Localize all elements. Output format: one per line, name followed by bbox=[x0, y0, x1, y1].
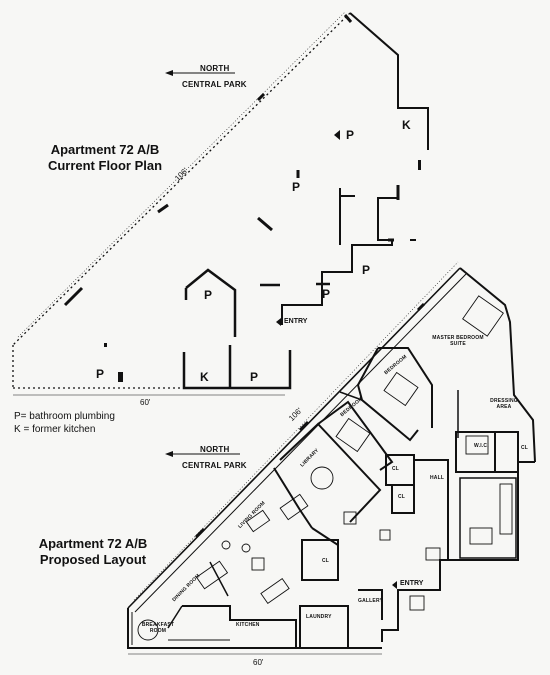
plumbing-mark: P bbox=[322, 287, 331, 301]
room-breakfast-room: BREAKFAST ROOM bbox=[141, 622, 175, 634]
current-diagonal-dimension bbox=[17, 11, 346, 338]
room-closet: CL bbox=[521, 445, 529, 451]
plumbing-mark: P bbox=[346, 128, 355, 142]
room-master-bedroom: MASTER BEDROOM SUITE bbox=[432, 335, 484, 347]
current-entry-label: ENTRY bbox=[284, 318, 308, 325]
room-hall: HALL bbox=[430, 475, 445, 481]
current-title-line1: Apartment 72 A/B bbox=[50, 142, 160, 157]
current-east-exterior-wall bbox=[349, 12, 429, 150]
plumbing-mark: P bbox=[292, 180, 301, 194]
room-closet: CL bbox=[392, 466, 400, 472]
room-closet: CL bbox=[322, 558, 330, 564]
room-gallery: GALLERY bbox=[358, 598, 384, 604]
proposed-north-label: NORTH bbox=[200, 445, 230, 454]
current-central-park-label: CENTRAL PARK bbox=[182, 80, 247, 89]
room-kitchen: KITCHEN bbox=[236, 622, 260, 628]
current-east-step-wall bbox=[281, 197, 398, 325]
proposed-title-line1: Apartment 72 A/B bbox=[38, 536, 148, 551]
room-closet: CL bbox=[398, 494, 406, 500]
legend: P= bathroom plumbing K = former kitchen bbox=[14, 410, 115, 436]
plumbing-mark: P bbox=[204, 288, 213, 302]
current-title-line2: Current Floor Plan bbox=[47, 158, 163, 173]
plumbing-mark: P bbox=[96, 367, 105, 381]
current-plan-title: Apartment 72 A/B Current Floor Plan bbox=[20, 142, 190, 174]
kitchen-mark: K bbox=[200, 370, 209, 384]
proposed-entry-label: ENTRY bbox=[400, 580, 424, 587]
proposed-bottom-dimension-label: 60' bbox=[253, 658, 264, 667]
kitchen-mark: K bbox=[402, 118, 411, 132]
proposed-south-exterior-wall bbox=[127, 608, 382, 649]
plumbing-mark: P bbox=[250, 370, 259, 384]
proposed-central-park-label: CENTRAL PARK bbox=[182, 461, 247, 470]
proposed-plan-title: Apartment 72 A/B Proposed Layout bbox=[28, 536, 158, 568]
current-north-label: NORTH bbox=[200, 64, 230, 73]
legend-kitchen: K = former kitchen bbox=[14, 424, 96, 435]
room-dressing-area: DRESSING AREA bbox=[490, 398, 518, 410]
proposed-east-exterior-wall bbox=[459, 267, 536, 463]
proposed-north-exterior-wall bbox=[127, 267, 461, 609]
room-walk-in-closet: W.I.C. bbox=[474, 443, 489, 449]
legend-plumbing: P= bathroom plumbing bbox=[14, 411, 115, 422]
plumbing-mark: P bbox=[362, 263, 371, 277]
room-laundry: LAUNDRY bbox=[306, 614, 332, 620]
proposed-title-line2: Proposed Layout bbox=[39, 552, 147, 567]
current-bottom-dimension-label: 60' bbox=[140, 398, 151, 407]
current-north-exterior-wall bbox=[12, 12, 351, 346]
